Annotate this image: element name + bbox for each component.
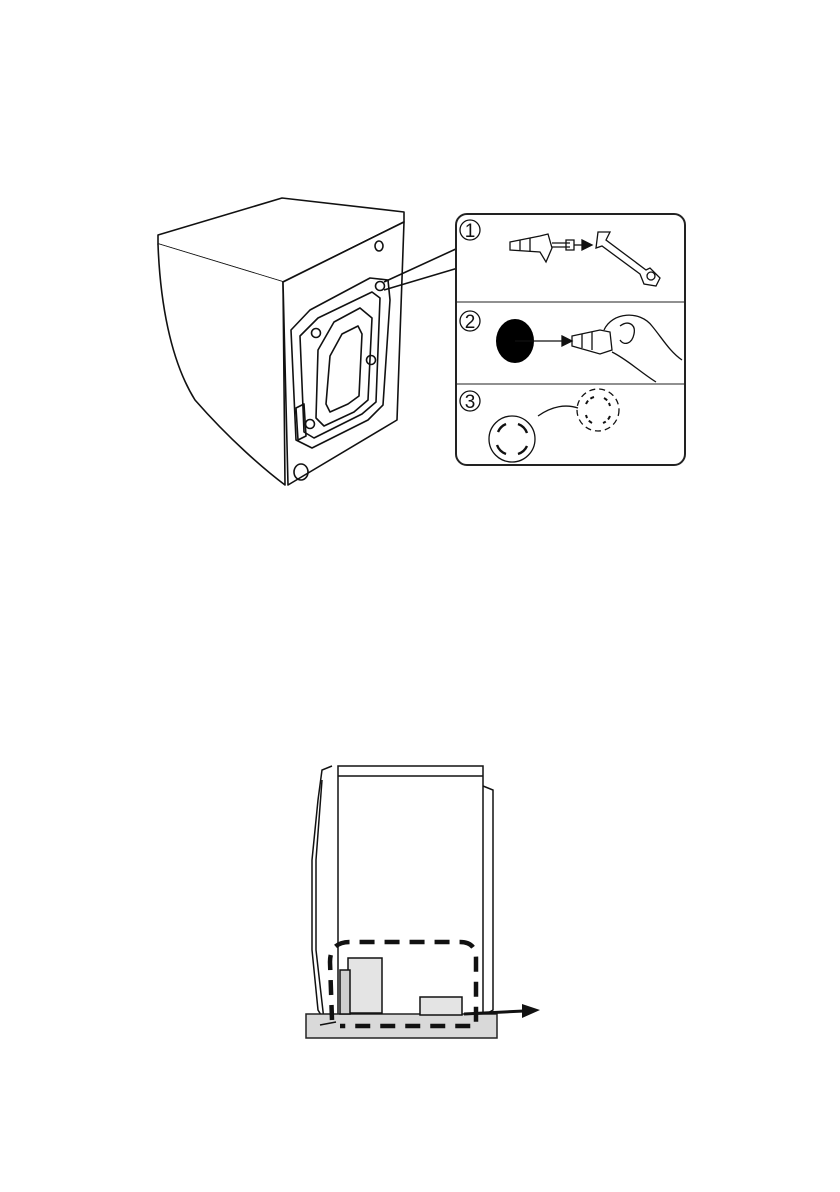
step-panel-frame: [456, 214, 685, 465]
internal-support-block: [348, 958, 382, 1013]
washing-machine-side-view: [306, 766, 497, 1038]
washing-machine-rear-view: [158, 198, 458, 485]
machine-left-side: [158, 244, 285, 485]
step-3-number: 3: [465, 392, 476, 413]
step-1-number: 1: [465, 221, 476, 242]
step-2-number: 2: [465, 312, 476, 333]
internal-foot-block: [420, 997, 462, 1015]
step-panel: 1 2: [456, 214, 685, 465]
